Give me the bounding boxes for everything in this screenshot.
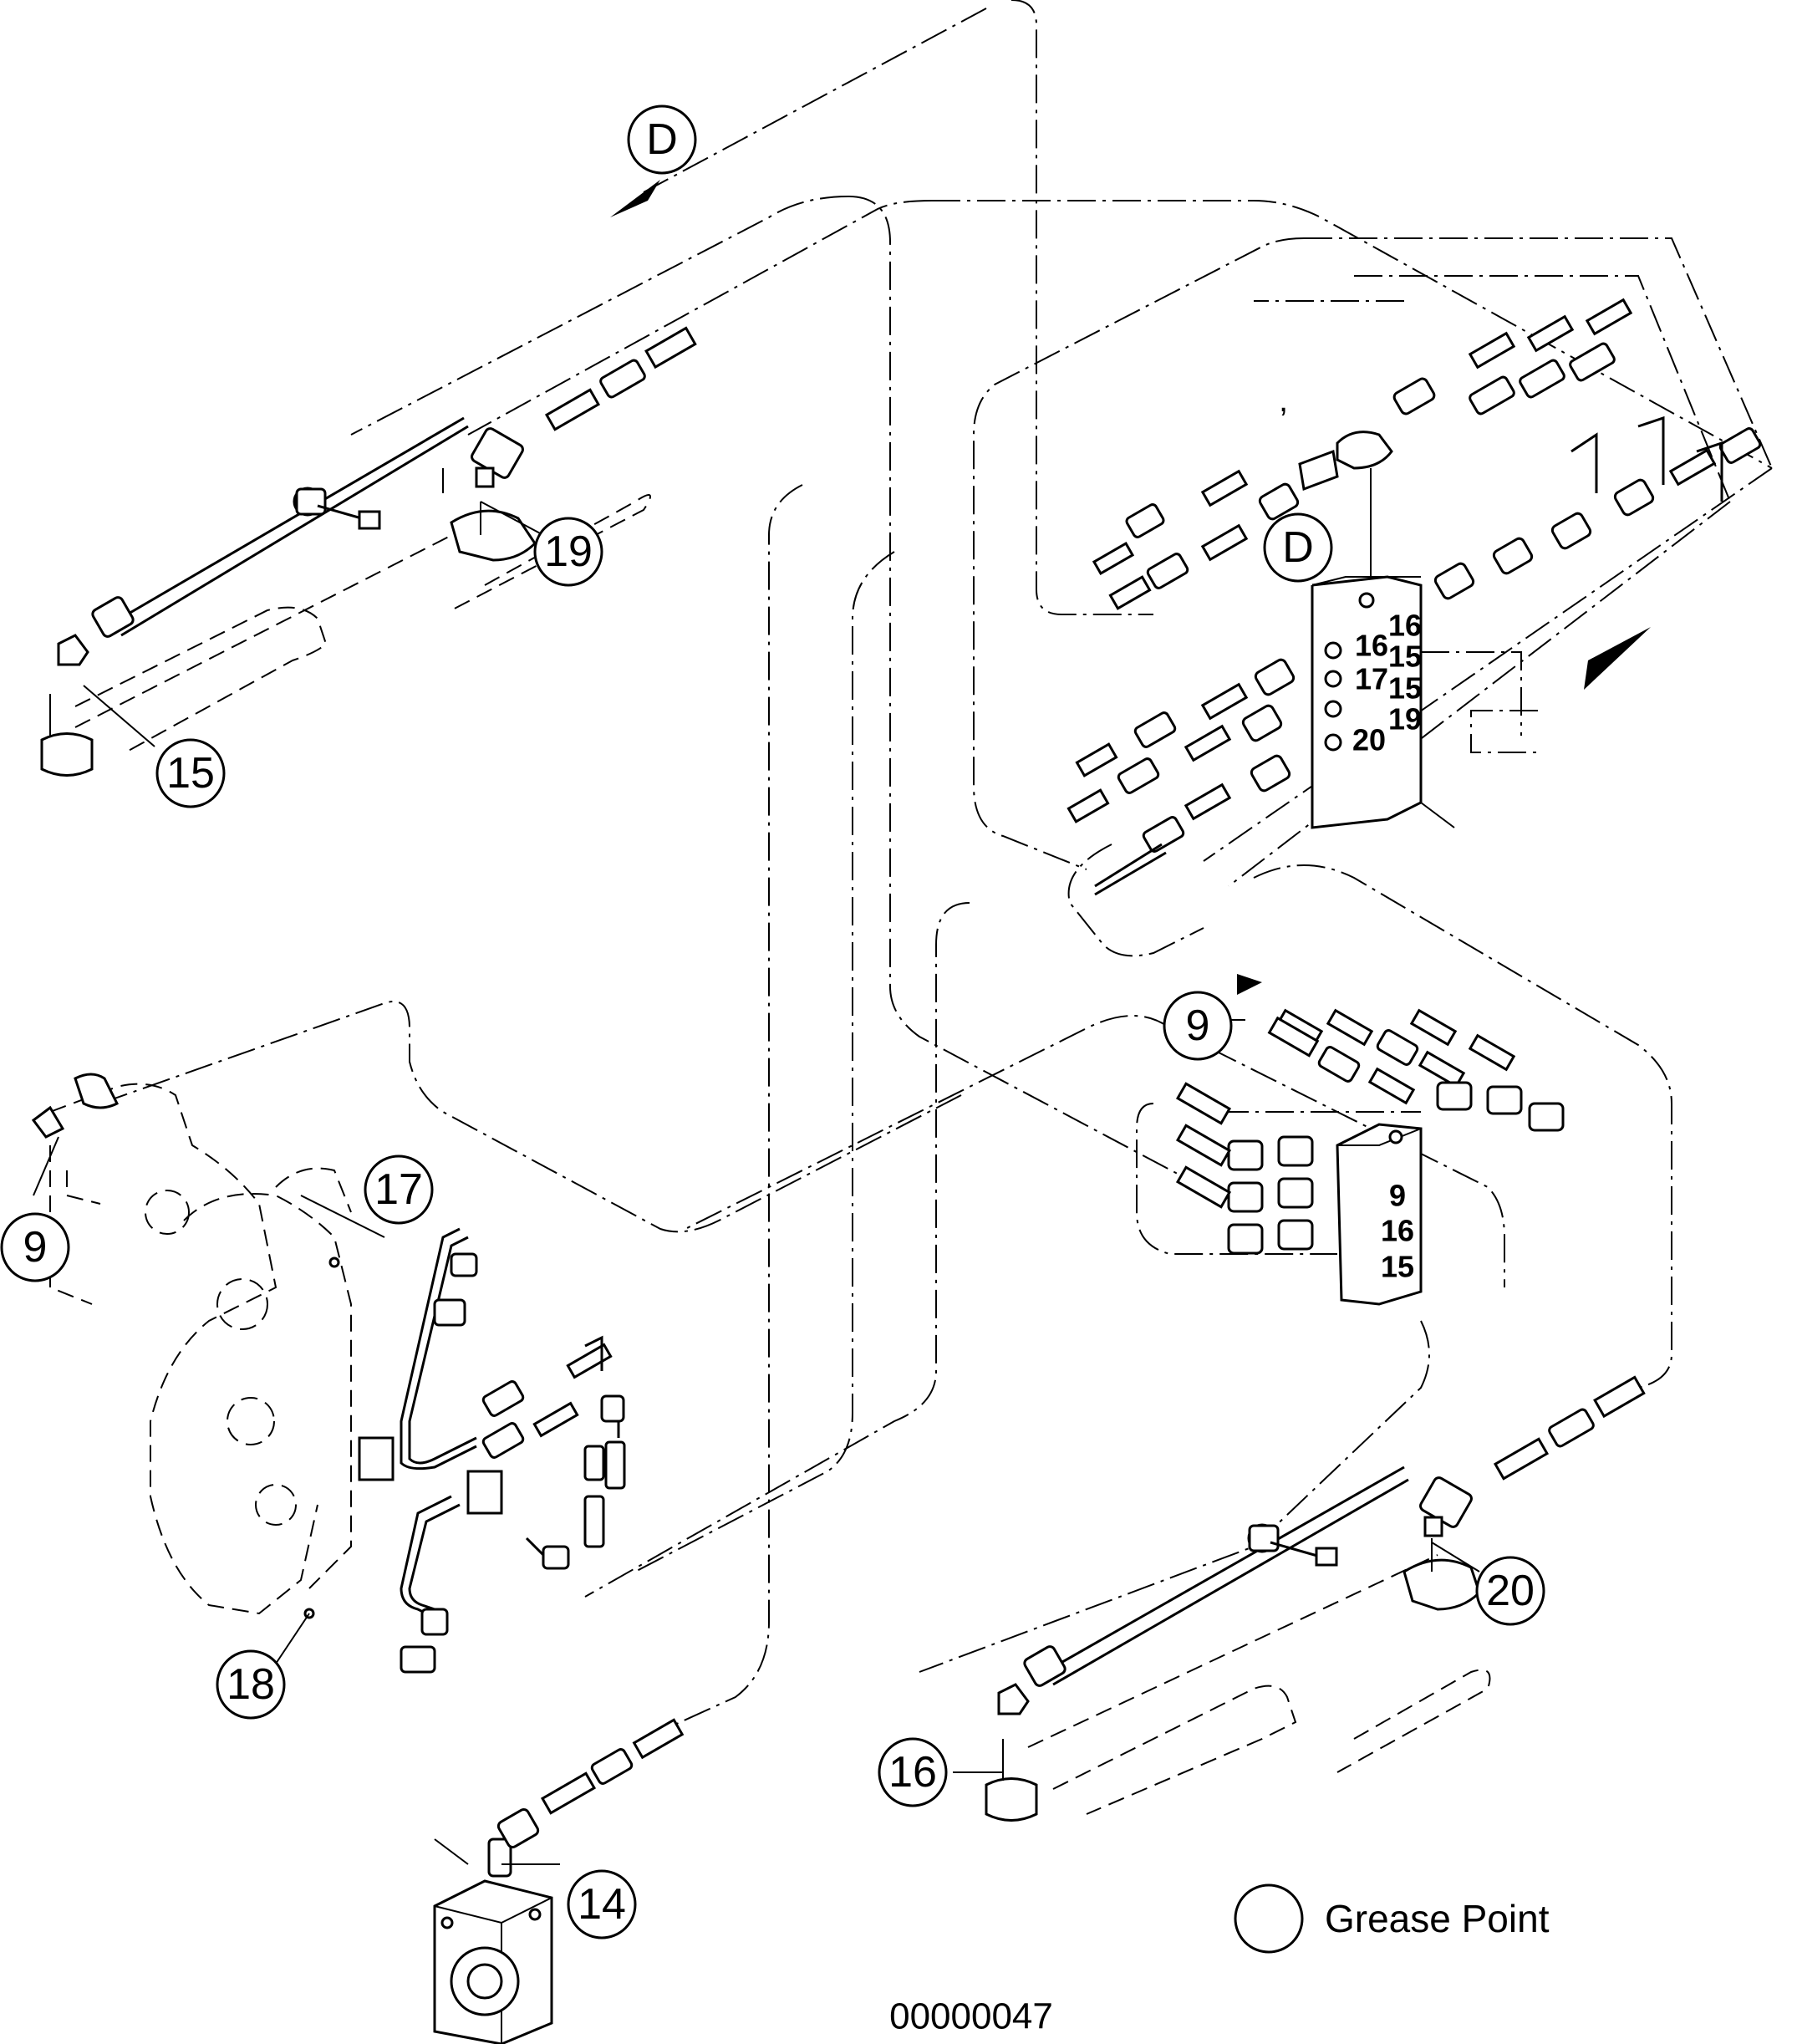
- gear-housing: [31, 1073, 503, 1619]
- callout-18-label: 18: [227, 1660, 275, 1709]
- upper-block-right-1: 16: [1388, 609, 1422, 643]
- callout-9-left-label: 9: [23, 1223, 48, 1272]
- leader-lines: [33, 468, 1480, 1865]
- routing-lines: [99, 0, 1773, 1740]
- callout-14-label: 14: [578, 1880, 626, 1929]
- upper-block-right-4: 19: [1388, 702, 1422, 737]
- lower-block-label-3: 15: [1381, 1250, 1414, 1284]
- upper-block-left-4: 20: [1352, 723, 1386, 757]
- upper-block-left-2: 17: [1355, 662, 1388, 696]
- top-left-assembly: [40, 326, 697, 777]
- callout-20: 20: [1475, 1556, 1545, 1626]
- callout-9-left: 9: [0, 1212, 70, 1282]
- callout-15: 15: [155, 738, 226, 808]
- callout-20-label: 20: [1486, 1567, 1535, 1615]
- bearing-assembly: [433, 1718, 685, 2044]
- callout-19-label: 19: [544, 528, 593, 576]
- callout-16-label: 16: [888, 1748, 937, 1797]
- callout-d-top-label: D: [646, 115, 678, 164]
- callout-16: 16: [878, 1737, 948, 1807]
- callout-18: 18: [216, 1649, 286, 1720]
- grease-point-circle-icon: [1234, 1883, 1304, 1954]
- upper-block-right-3: 15: [1388, 671, 1422, 706]
- callout-15-label: 15: [166, 749, 215, 798]
- housing-pipes: [400, 1227, 626, 1674]
- upper-block-right-2: 15: [1388, 640, 1422, 674]
- callout-9-right-label: 9: [1186, 1002, 1210, 1050]
- phantom-lines: [74, 494, 1491, 1815]
- upper-distribution-block: 16 17 20 16 15 15 19 ,: [1279, 382, 1455, 829]
- callout-17-label: 17: [374, 1165, 423, 1214]
- lower-right-assembly: [985, 1375, 1646, 1822]
- legend: Grease Point: [1234, 1883, 1550, 1954]
- callout-d-block: D: [1263, 512, 1333, 583]
- legend-label: Grease Point: [1325, 1897, 1550, 1940]
- callout-14: 14: [567, 1869, 637, 1940]
- upper-block-left-1: 16: [1355, 629, 1388, 663]
- lower-distribution-block: 9 16 15: [1175, 1008, 1565, 1306]
- callout-19: 19: [533, 517, 603, 587]
- callout-d-top: D: [627, 104, 697, 175]
- drawing-number: 00000047: [889, 1996, 1053, 2037]
- arrow-icon: [610, 180, 1651, 995]
- lower-block-label-1: 9: [1389, 1179, 1406, 1213]
- callout-d-block-label: D: [1282, 523, 1314, 572]
- lower-block-label-2: 16: [1381, 1214, 1414, 1248]
- stray-mark: ,: [1279, 382, 1288, 419]
- callout-9-right: 9: [1163, 991, 1233, 1061]
- upper-fittings: [1066, 298, 1762, 896]
- callout-17: 17: [364, 1155, 434, 1225]
